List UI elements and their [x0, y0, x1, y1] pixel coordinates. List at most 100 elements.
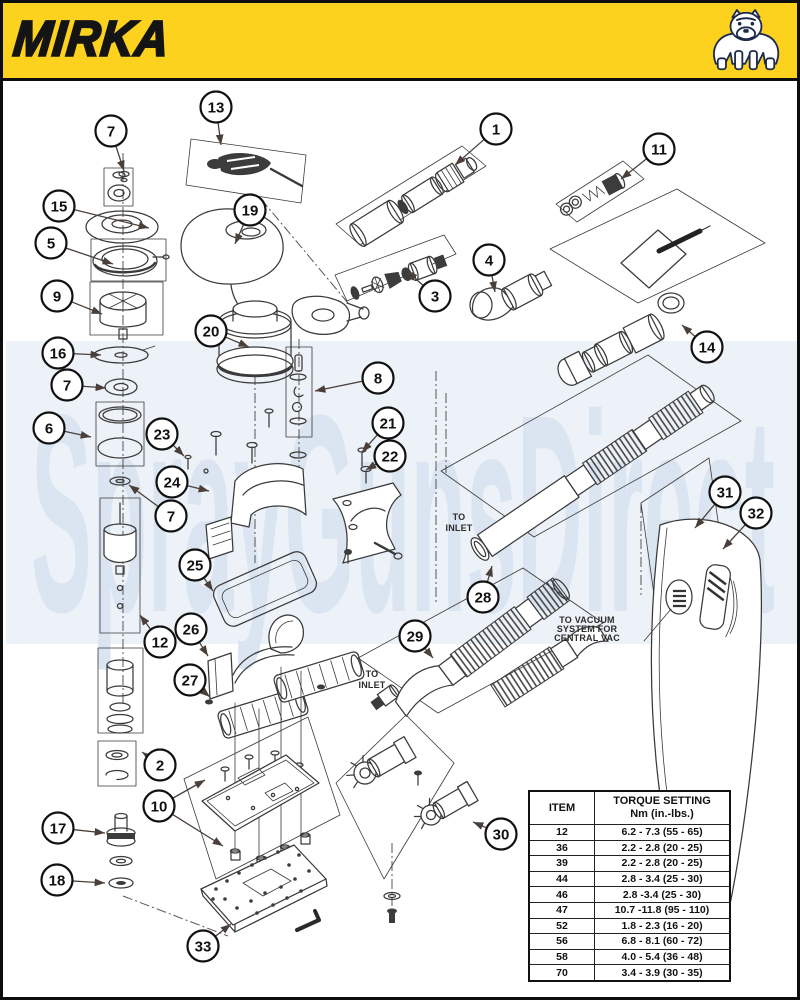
callout-balloon	[143, 625, 177, 659]
callout-balloon	[233, 193, 267, 227]
torque-item-cell: 39	[528, 855, 595, 872]
callout-number: 11	[651, 142, 667, 159]
callout-number: 24	[164, 475, 181, 492]
callout-balloon	[479, 112, 513, 146]
torque-item-cell: 56	[528, 933, 595, 950]
callout-number: 27	[182, 673, 199, 690]
torque-value-cell: 4.0 - 5.4 (36 - 48)	[594, 948, 731, 966]
callout-29: 29	[398, 619, 434, 659]
callout-number: 9	[53, 289, 61, 306]
callout-32: 32	[722, 496, 773, 550]
callout-balloon	[708, 475, 742, 509]
callout-number: 18	[49, 873, 66, 890]
callout-number: 21	[380, 416, 397, 433]
callout-balloon	[41, 811, 75, 845]
torque-col-title: TORQUE SETTING	[613, 795, 711, 808]
callout-7: 7	[128, 484, 188, 533]
callout-number: 3	[431, 289, 439, 306]
callout-balloon	[642, 132, 676, 166]
callout-7: 7	[50, 368, 107, 402]
callout-28: 28	[466, 565, 500, 614]
callout-21: 21	[361, 406, 405, 453]
callout-balloon	[361, 361, 395, 395]
callout-4: 4	[472, 243, 506, 293]
callout-balloon	[142, 789, 176, 823]
callout-17: 17	[41, 811, 106, 845]
torque-item-cell: 44	[528, 870, 595, 888]
torque-col-item: ITEM	[528, 790, 595, 825]
exploded-parts-diagram: SprayGunsDirect	[6, 90, 797, 963]
callout-number: 25	[187, 558, 204, 575]
callout-14: 14	[681, 324, 724, 364]
callout-number: 20	[203, 324, 220, 341]
callout-number: 26	[183, 622, 200, 639]
torque-col-torque: TORQUE SETTING Nm (in.-lbs.)	[594, 790, 731, 825]
callout-balloon	[466, 580, 500, 614]
callout-number: 16	[50, 346, 67, 363]
callout-2: 2	[141, 748, 177, 782]
callout-balloon	[42, 189, 76, 223]
callout-balloon	[173, 663, 207, 697]
callout-balloon	[373, 439, 407, 473]
torque-item-cell: 58	[528, 948, 595, 966]
torque-item-cell: 47	[528, 901, 595, 919]
callout-number: 1	[492, 122, 500, 139]
callout-balloon	[50, 368, 84, 402]
callout-balloon	[194, 314, 228, 348]
callout-number: 31	[717, 485, 734, 502]
callout-5: 5	[34, 226, 114, 265]
torque-item-cell: 46	[528, 886, 595, 903]
callout-number: 13	[208, 100, 225, 117]
callout-12: 12	[139, 614, 177, 659]
callout-33: 33	[186, 923, 232, 963]
torque-value-cell: 1.8 - 2.3 (16 - 20)	[594, 917, 731, 935]
callout-balloon	[143, 748, 177, 782]
callout-number: 7	[167, 509, 175, 526]
callout-8: 8	[314, 361, 395, 395]
mirka-logo: MIRKA	[10, 9, 174, 67]
torque-col-subtitle: Nm (in.-lbs.)	[630, 808, 694, 820]
torque-value-cell: 2.8 -3.4 (25 - 30)	[594, 886, 731, 903]
callout-number: 6	[45, 421, 53, 438]
callout-number: 7	[107, 124, 115, 141]
callout-balloon	[40, 279, 74, 313]
callout-balloon	[418, 279, 452, 313]
callout-15: 15	[42, 189, 150, 230]
callout-13: 13	[199, 90, 233, 146]
callout-1: 1	[454, 112, 513, 166]
callout-number: 29	[407, 629, 424, 646]
bulldog-logo-icon	[713, 9, 780, 71]
callout-balloon	[472, 243, 506, 277]
callout-18: 18	[40, 863, 106, 897]
callout-number: 2	[156, 758, 164, 775]
callout-balloon	[32, 411, 66, 445]
callout-number: 15	[51, 199, 68, 216]
callout-27: 27	[173, 663, 211, 698]
callout-number: 14	[699, 340, 716, 357]
callout-number: 7	[63, 378, 71, 395]
callout-number: 22	[382, 449, 399, 466]
callout-number: 12	[152, 635, 169, 652]
callout-25: 25	[178, 548, 214, 592]
callout-number: 28	[475, 590, 492, 607]
callout-balloon	[40, 863, 74, 897]
torque-value-cell: 2.2 - 2.8 (20 - 25)	[594, 855, 731, 872]
torque-value-cell: 6.2 - 7.3 (55 - 65)	[594, 824, 731, 841]
callout-balloon	[178, 548, 212, 582]
callout-number: 4	[485, 253, 494, 270]
callout-20: 20	[194, 314, 250, 348]
callout-26: 26	[174, 612, 209, 657]
callout-6: 6	[32, 411, 92, 445]
torque-item-cell: 36	[528, 839, 595, 857]
callout-balloon	[145, 417, 179, 451]
